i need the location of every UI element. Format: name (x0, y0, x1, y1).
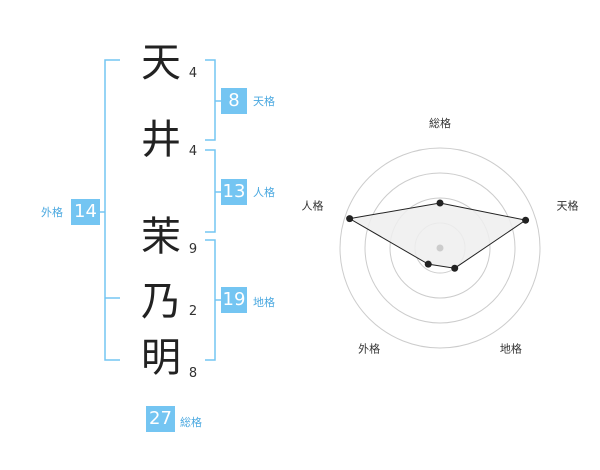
surname-char-2-strokes: 4 (188, 144, 198, 159)
radar-ring (389, 197, 491, 299)
tenkaku-bracket (205, 59, 216, 141)
given-char-1-strokes: 9 (188, 242, 198, 257)
given-char-3: 明 (141, 335, 181, 381)
jinkaku-bracket (205, 149, 216, 233)
chikaku-label: 地格 (253, 296, 275, 309)
gaikaku-value: 14 (71, 199, 100, 225)
radar-series-area (348, 202, 527, 269)
given-char-2-strokes: 2 (188, 304, 198, 319)
radar-point-3 (451, 264, 459, 272)
radar-center-point (436, 244, 444, 252)
chikaku-value: 19 (221, 287, 247, 313)
tenkaku-label: 天格 (253, 95, 275, 108)
radar-point-4 (424, 260, 432, 268)
jinkaku-value: 13 (221, 179, 247, 205)
given-char-3-strokes: 8 (188, 366, 198, 381)
chikaku-bracket (205, 239, 216, 361)
radar-ring (364, 172, 516, 324)
radar-point-5 (346, 215, 354, 223)
given-char-2: 乃 (141, 279, 181, 325)
surname-char-2: 井 (141, 117, 181, 163)
surname-char-1-strokes: 4 (188, 66, 198, 81)
radar-axis-label: 地格 (500, 342, 522, 356)
radar-point-2 (522, 216, 530, 224)
surname-char-1: 天 (141, 40, 181, 86)
tenkaku-value: 8 (221, 88, 247, 114)
radar-axis-label: 天格 (557, 198, 579, 212)
radar-axis-label: 人格 (301, 198, 323, 212)
given-char-1: 茉 (141, 214, 181, 260)
soukaku-value: 27 (146, 406, 175, 432)
outer-bracket (104, 59, 120, 361)
radar-ring (339, 147, 541, 349)
radar-point-1 (436, 199, 444, 207)
jinkaku-label: 人格 (253, 186, 275, 199)
radar-axis-label: 外格 (358, 342, 380, 356)
soukaku-label: 総格 (180, 416, 202, 429)
radar-axis-label: 総格 (429, 116, 451, 130)
gaikaku-label: 外格 (41, 206, 63, 219)
